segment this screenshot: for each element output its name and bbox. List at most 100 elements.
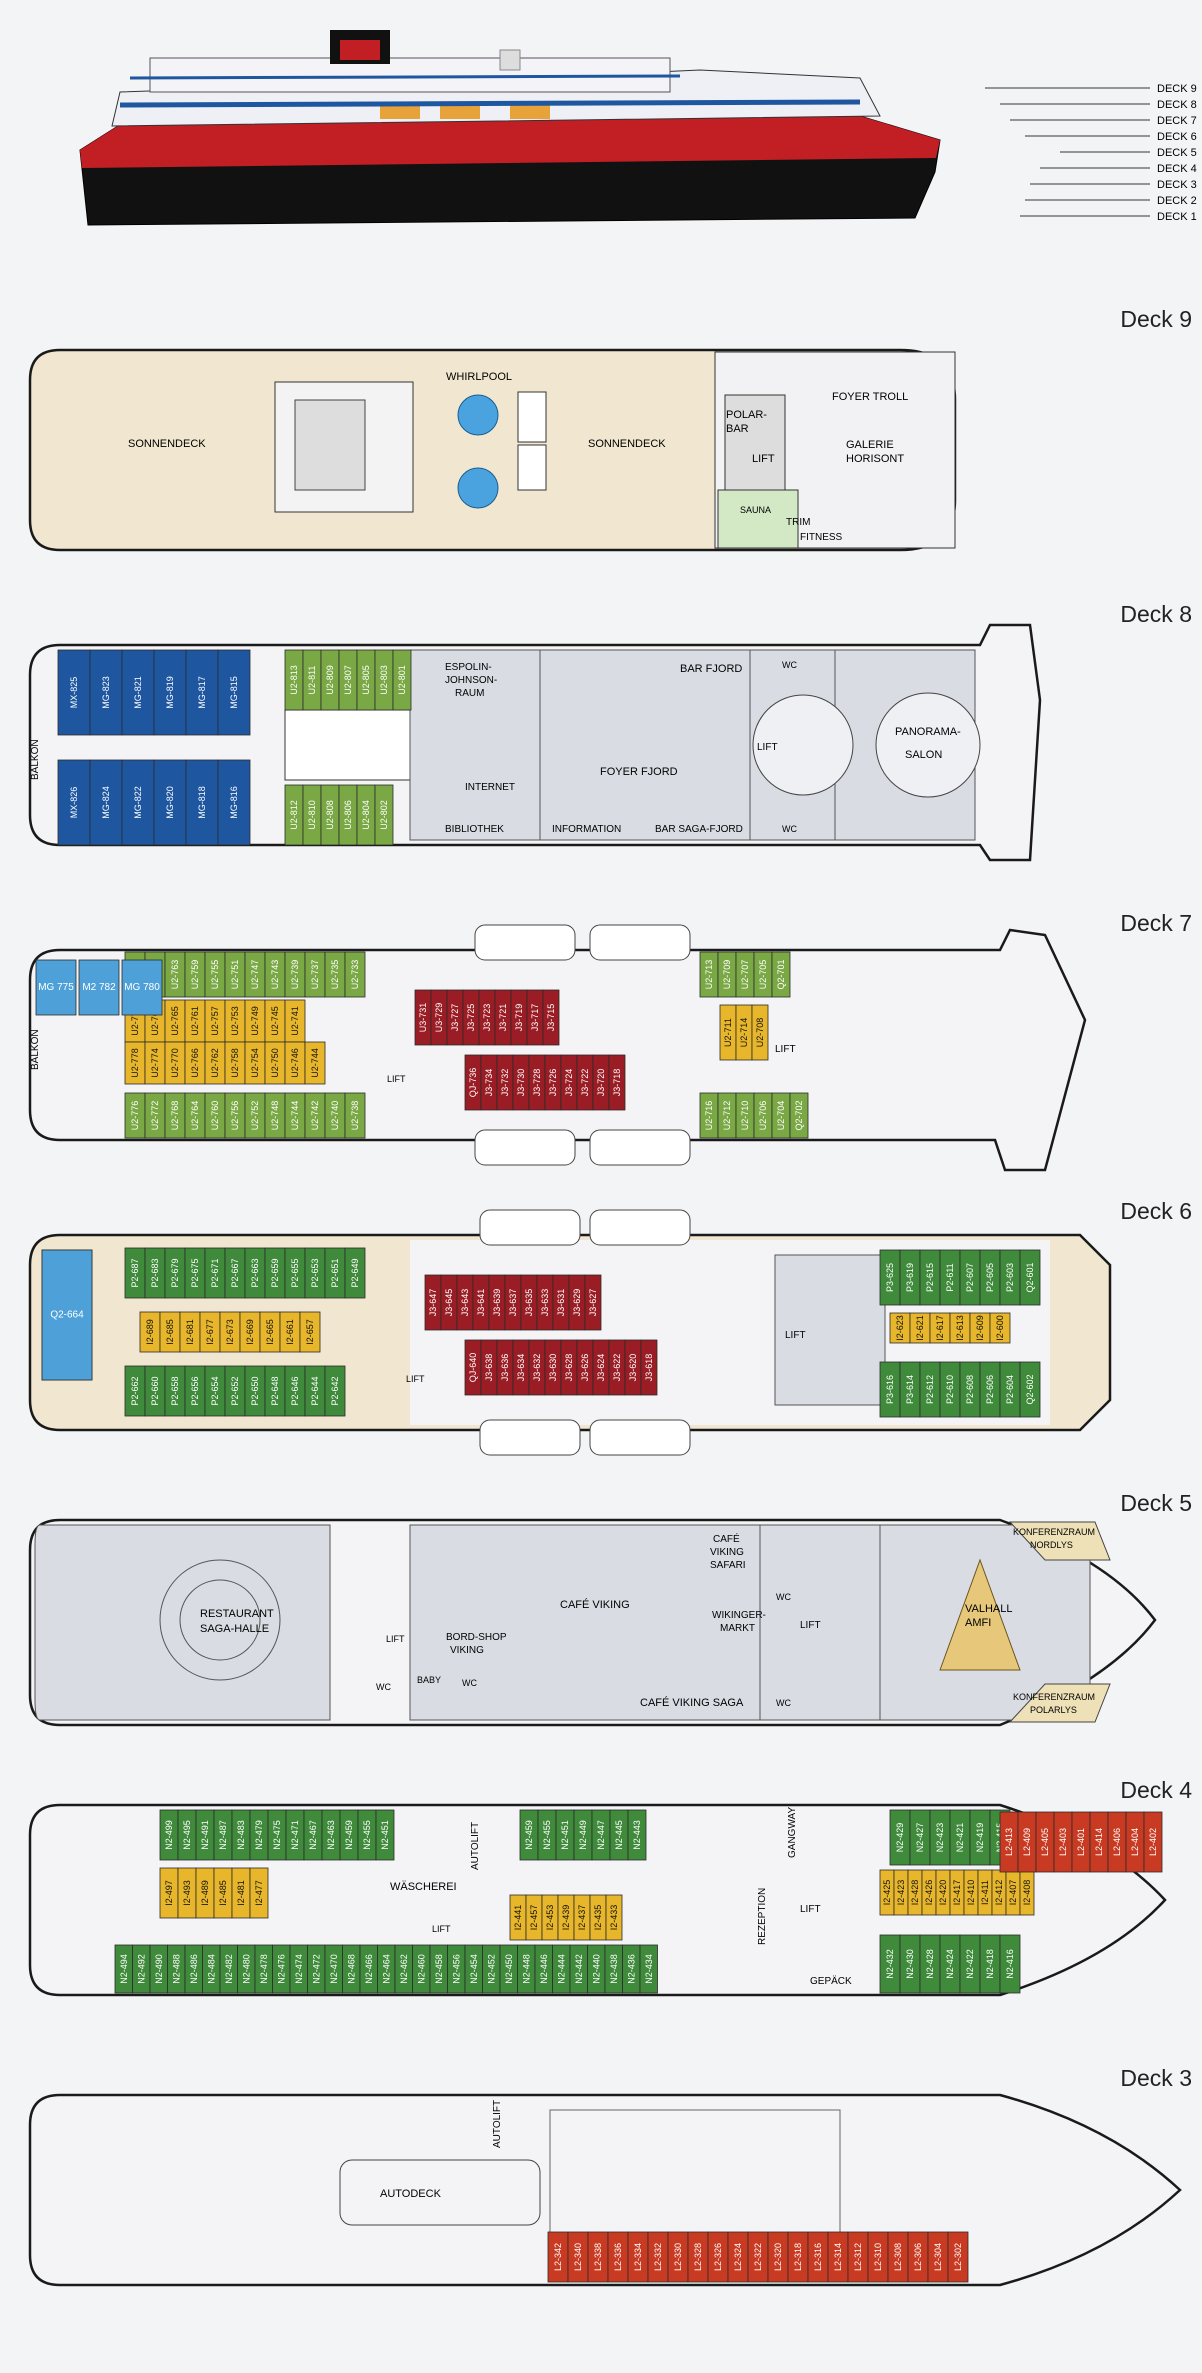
d5-amfi: AMFI: [965, 1617, 991, 1629]
d5-konf-nord: KONFERENZRAUM: [1013, 1527, 1095, 1537]
cabin-label: I2-425: [882, 1880, 892, 1906]
cabin-label: L2-403: [1058, 1828, 1068, 1856]
cabin: [324, 1365, 346, 1417]
cabin-label: I2-673: [225, 1319, 235, 1345]
cabin-label: P2-608: [965, 1375, 975, 1404]
cabin-label: U2-772: [150, 1101, 160, 1131]
cabin-label: J3-634: [516, 1354, 526, 1382]
cabin-label: I2-453: [545, 1905, 555, 1931]
d9-polarbar: POLAR-: [726, 409, 767, 421]
cabin-label: U2-749: [250, 1006, 260, 1036]
cabin-label: N2-451: [560, 1820, 570, 1850]
cabin-label: N2-438: [609, 1954, 619, 1984]
cabin-label: P2-646: [290, 1376, 300, 1405]
d3-autodeck: AUTODECK: [380, 2188, 442, 2200]
d6-lift: LIFT: [785, 1330, 806, 1341]
cabin-label: U2-811: [307, 666, 317, 695]
cabin-label: MG-817: [197, 676, 207, 709]
d8-balkon: BALKON: [30, 739, 41, 780]
cabin: [89, 649, 123, 736]
cabin-label: U2-754: [250, 1048, 260, 1078]
cabin-label: I2-600: [995, 1315, 1005, 1341]
cabin-label: N2-418: [985, 1949, 995, 1979]
cabin-label: I2-417: [952, 1880, 962, 1906]
cabin-label: J3-628: [564, 1354, 574, 1382]
cabin-label: J3-643: [460, 1289, 470, 1317]
cabin-label: P2-606: [985, 1375, 995, 1404]
cabin: [217, 649, 251, 736]
cabin: [374, 784, 394, 846]
cabin-label: N2-423: [935, 1823, 945, 1853]
cabin-label: J3-636: [500, 1354, 510, 1382]
cabin-label: U2-737: [310, 960, 320, 990]
cabin-label: P3-614: [905, 1375, 915, 1404]
cabin: [947, 2231, 969, 2283]
cabin-label: U2-711: [723, 1018, 733, 1047]
d5-cafe-saga: CAFÉ VIKING SAGA: [640, 1696, 744, 1709]
cabin-label: L2-404: [1130, 1828, 1140, 1856]
cabin-label: I2-485: [218, 1880, 228, 1906]
cabin-label: N2-436: [626, 1954, 636, 1984]
cabin-label: P2-663: [250, 1258, 260, 1287]
cabin-label: I2-497: [164, 1880, 174, 1906]
cabin-label: L2-405: [1040, 1828, 1050, 1856]
cabin-label: J3-622: [612, 1354, 622, 1382]
cabin: [392, 649, 412, 711]
cabin-label: U2-714: [739, 1018, 749, 1048]
d5-valhall: VALHALL: [965, 1603, 1013, 1615]
cabin-label: L2-414: [1094, 1828, 1104, 1856]
cabin: [989, 1312, 1011, 1344]
cabin-label: Q2-702: [794, 1100, 804, 1130]
cabin-label: N2-448: [521, 1954, 531, 1984]
cabin-label: L2-342: [553, 2243, 563, 2271]
cabin-label: J3-635: [524, 1289, 534, 1317]
cabin: [121, 649, 155, 736]
cabin-label: N2-427: [915, 1823, 925, 1853]
d8-internet: INTERNET: [465, 782, 515, 793]
d8-bar-saga: BAR SAGA-FJORD: [655, 824, 743, 835]
cabin-label: MG-823: [101, 676, 111, 709]
cabin: [1143, 1811, 1163, 1873]
cabin-label: U2-808: [325, 800, 335, 830]
legend-deck7: DECK 7: [1157, 115, 1197, 127]
cabin-label: N2-454: [469, 1954, 479, 1984]
cabin-label: N2-491: [200, 1820, 210, 1850]
cabin-label: U2-807: [343, 665, 353, 695]
cabin-label: Q2-701: [776, 959, 786, 989]
cabin-label: N2-416: [1005, 1949, 1015, 1979]
cabin-label: N2-490: [154, 1954, 164, 1984]
cabin-label: N2-479: [254, 1820, 264, 1850]
cabin: [640, 1339, 658, 1396]
ship-profile: [79, 30, 941, 226]
cabin-label: N2-495: [182, 1820, 192, 1850]
d8-espolin: ESPOLIN-: [445, 662, 492, 673]
cabin: [605, 1894, 623, 1941]
cabin-label: N2-467: [308, 1820, 318, 1850]
cabin-label: U2-755: [210, 960, 220, 990]
cabin-label: U2-751: [230, 960, 240, 990]
d7-lift-2: LIFT: [387, 1074, 406, 1084]
cabin-label: U2-744: [290, 1101, 300, 1131]
cabin-label: I2-420: [938, 1880, 948, 1906]
cabin-label: N2-447: [596, 1820, 606, 1850]
cabin-label: QJ-736: [468, 1068, 478, 1098]
cabin-label: I2-669: [245, 1319, 255, 1345]
cabin-label: P2-662: [130, 1376, 140, 1405]
legend-deck6: DECK 6: [1157, 131, 1197, 143]
cabin-label: J3-631: [556, 1289, 566, 1317]
cabin-label: U2-765: [170, 1006, 180, 1036]
cabin: [153, 649, 187, 736]
cabin-label: N2-480: [241, 1954, 251, 1984]
cabin-label: J3-725: [466, 1004, 476, 1032]
d8-bar-fjord: BAR FJORD: [680, 663, 742, 675]
cabin-label: L2-406: [1112, 1828, 1122, 1856]
cabin-label: U2-735: [330, 960, 340, 990]
cabin-label: Q2-601: [1025, 1262, 1035, 1292]
cabin-label: I2-410: [966, 1880, 976, 1906]
cabin: [35, 959, 77, 1016]
cabin-label: U2-743: [270, 960, 280, 990]
deck-8-title: Deck 8: [1120, 601, 1192, 627]
d5-wc-4: WC: [462, 1678, 477, 1688]
cabin-label: J3-727: [450, 1004, 460, 1032]
cabin: [789, 1092, 809, 1139]
